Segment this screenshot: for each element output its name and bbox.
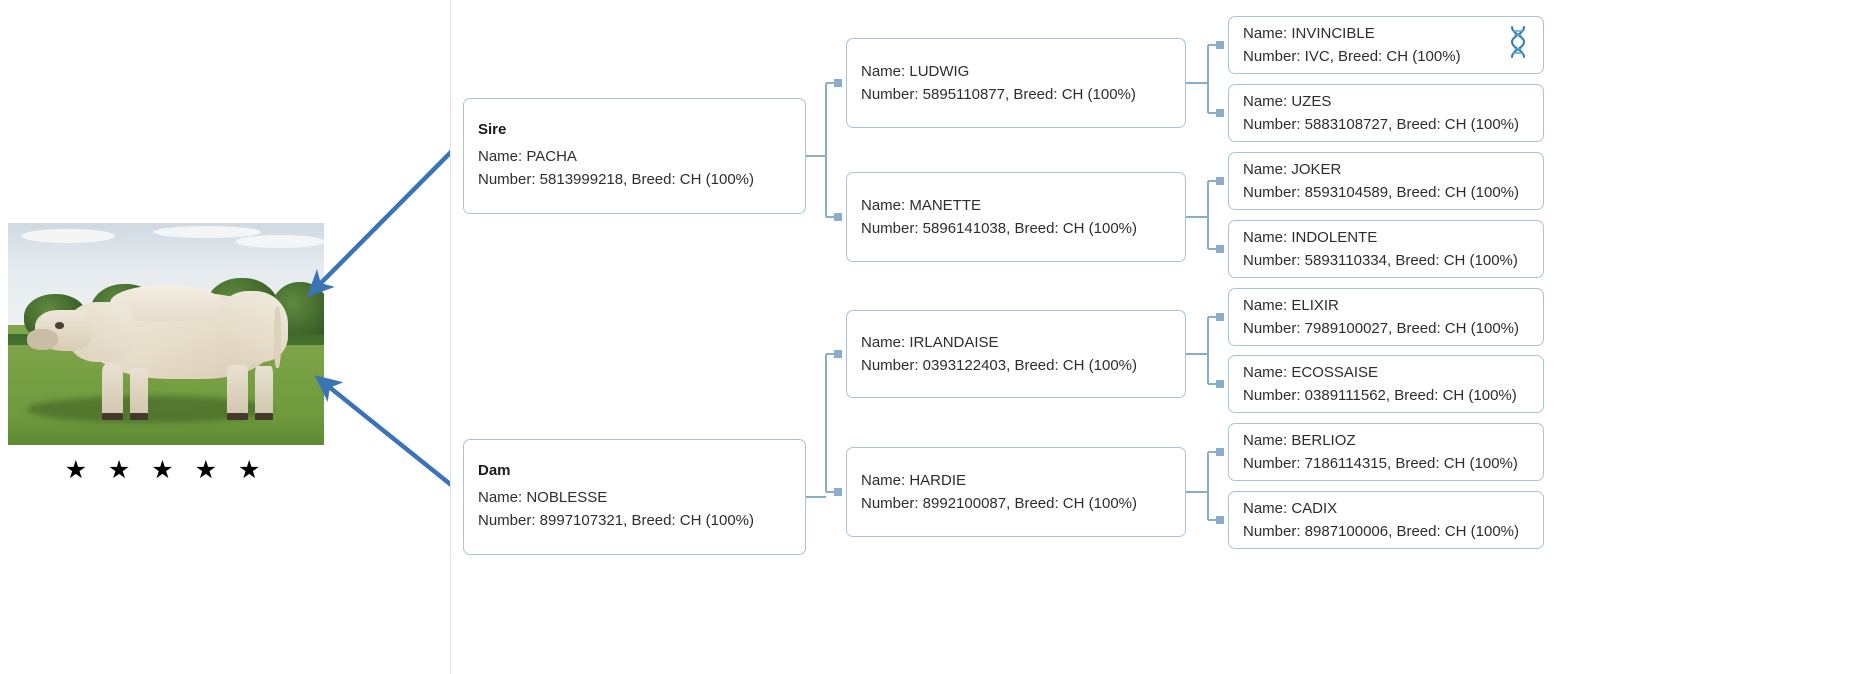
connector-endpoint <box>1216 41 1224 49</box>
pedigree-node-joker[interactable]: Name: JOKER Number: 8593104589, Breed: C… <box>1228 152 1544 210</box>
cloud-shape <box>235 235 324 248</box>
connector-endpoint <box>1216 245 1224 253</box>
subject-panel: ★ ★ ★ ★ ★ <box>0 0 450 674</box>
pedigree-node-dam[interactable]: Dam Name: NOBLESSE Number: 8997107321, B… <box>463 439 806 555</box>
pedigree-node-invincible[interactable]: Name: INVINCIBLE Number: IVC, Breed: CH … <box>1228 16 1544 74</box>
pedigree-node-uzes[interactable]: Name: UZES Number: 5883108727, Breed: CH… <box>1228 84 1544 142</box>
node-detail-line: Number: 5883108727, Breed: CH (100%) <box>1243 116 1519 133</box>
bull-hoof <box>227 413 248 421</box>
pedigree-node-berlioz[interactable]: Name: BERLIOZ Number: 7186114315, Breed:… <box>1228 423 1544 481</box>
node-detail-line: Number: 7186114315, Breed: CH (100%) <box>1243 455 1518 472</box>
node-name-line: Name: JOKER <box>1243 161 1342 178</box>
connector-endpoint <box>834 213 842 221</box>
cloud-shape <box>20 229 116 244</box>
node-role-label: Sire <box>478 121 507 138</box>
connector-irlandaise-branch <box>1186 316 1219 385</box>
node-detail-line: Number: 5895110877, Breed: CH (100%) <box>861 86 1136 103</box>
connector-layer <box>806 41 1224 524</box>
bull-hoof <box>254 413 274 421</box>
node-detail-line: Number: 7989100027, Breed: CH (100%) <box>1243 320 1519 337</box>
node-detail-line: Number: 8997107321, Breed: CH (100%) <box>478 512 754 529</box>
node-name-line: Name: PACHA <box>478 148 577 165</box>
pedigree-node-sire[interactable]: Sire Name: PACHA Number: 5813999218, Bre… <box>463 98 806 214</box>
node-detail-line: Number: 5893110334, Breed: CH (100%) <box>1243 252 1518 269</box>
node-detail-line: Number: 0393122403, Breed: CH (100%) <box>861 357 1137 374</box>
animal-photo[interactable] <box>8 223 324 445</box>
bull-muzzle <box>26 329 58 350</box>
connector-endpoint <box>834 79 842 87</box>
connector-sire-branch <box>806 82 837 218</box>
node-detail-line: Number: 8992100087, Breed: CH (100%) <box>861 495 1137 512</box>
node-name-line: Name: UZES <box>1243 93 1332 110</box>
connector-manette-branch <box>1186 180 1219 250</box>
node-name-line: Name: ELIXIR <box>1243 297 1339 314</box>
pedigree-node-ecossaise[interactable]: Name: ECOSSAISE Number: 0389111562, Bree… <box>1228 355 1544 413</box>
node-detail-line: Number: 5896141038, Breed: CH (100%) <box>861 220 1137 237</box>
pedigree-node-hardie[interactable]: Name: HARDIE Number: 8992100087, Breed: … <box>846 447 1186 537</box>
connector-endpoint <box>1216 516 1224 524</box>
connector-endpoint <box>834 488 842 496</box>
bull-leg <box>129 367 148 421</box>
connector-endpoint <box>1216 177 1224 185</box>
node-name-line: Name: HARDIE <box>861 472 967 489</box>
bull-leg <box>254 366 274 421</box>
node-detail-line: Number: 8987100006, Breed: CH (100%) <box>1243 523 1519 540</box>
connector-endpoint <box>1216 380 1224 388</box>
pedigree-node-irlandaise[interactable]: Name: IRLANDAISE Number: 0393122403, Bre… <box>846 310 1186 398</box>
node-detail-line: Number: 0389111562, Breed: CH (100%) <box>1243 387 1517 404</box>
cloud-shape <box>153 226 261 239</box>
connector-ludwig-branch <box>1186 44 1219 114</box>
connector-endpoint <box>1216 313 1224 321</box>
pedigree-node-elixir[interactable]: Name: ELIXIR Number: 7989100027, Breed: … <box>1228 288 1544 346</box>
node-name-line: Name: IRLANDAISE <box>861 334 999 351</box>
node-name-line: Name: ECOSSAISE <box>1243 364 1379 381</box>
node-name-line: Name: INVINCIBLE <box>1243 25 1375 42</box>
bull-leg <box>102 364 123 421</box>
pedigree-node-manette[interactable]: Name: MANETTE Number: 5896141038, Breed:… <box>846 172 1186 262</box>
node-detail-line: Number: IVC, Breed: CH (100%) <box>1243 48 1461 65</box>
node-name-line: Name: MANETTE <box>861 197 982 214</box>
node-name-line: Name: NOBLESSE <box>478 489 608 506</box>
node-name-line: Name: BERLIOZ <box>1243 432 1356 449</box>
node-name-line: Name: INDOLENTE <box>1243 229 1378 246</box>
node-detail-line: Number: 8593104589, Breed: CH (100%) <box>1243 184 1519 201</box>
bull-hoof <box>102 413 123 421</box>
bull-eye <box>54 322 64 329</box>
connector-endpoint <box>1216 448 1224 456</box>
pedigree-node-cadix[interactable]: Name: CADIX Number: 8987100006, Breed: C… <box>1228 491 1544 549</box>
connector-dam-branch <box>806 353 837 498</box>
connector-endpoint <box>834 350 842 358</box>
dna-helix-icon[interactable] <box>1505 25 1531 59</box>
node-detail-line: Number: 5813999218, Breed: CH (100%) <box>478 171 754 188</box>
bull-tail <box>274 307 282 368</box>
node-role-label: Dam <box>478 462 511 479</box>
connector-hardie-branch <box>1186 451 1219 521</box>
bull-hoof <box>129 413 148 421</box>
star-rating: ★ ★ ★ ★ ★ <box>64 456 268 484</box>
bull-leg <box>227 364 248 421</box>
pedigree-node-ludwig[interactable]: Name: LUDWIG Number: 5895110877, Breed: … <box>846 38 1186 128</box>
pedigree-panel: Sire Name: PACHA Number: 5813999218, Bre… <box>450 0 1851 674</box>
node-name-line: Name: LUDWIG <box>861 63 970 80</box>
bull-figure <box>26 285 305 423</box>
connector-endpoint <box>1216 109 1224 117</box>
pedigree-node-indolente[interactable]: Name: INDOLENTE Number: 5893110334, Bree… <box>1228 220 1544 278</box>
node-name-line: Name: CADIX <box>1243 500 1338 517</box>
